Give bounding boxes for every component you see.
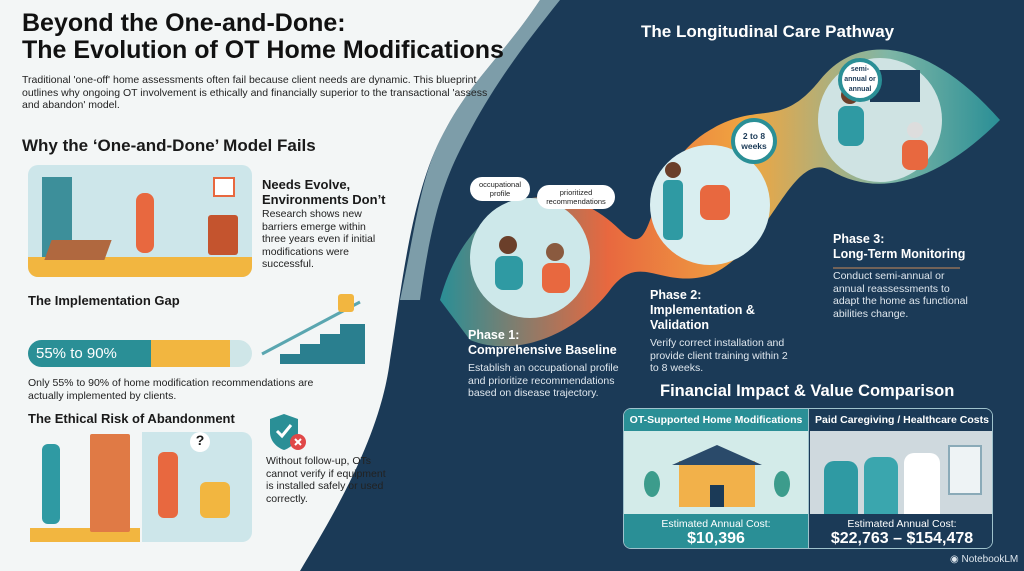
clock-icon: 2 to 8 weeks bbox=[731, 118, 777, 164]
phase-2-subtitle: Implementation & Validation bbox=[650, 303, 755, 332]
phase-3: Phase 3: Long-Term Monitoring Conduct se… bbox=[833, 232, 973, 320]
caregiving-cost-value: $22,763 – $154,478 bbox=[830, 530, 974, 547]
notebooklm-logo: ◉ NotebookLM bbox=[950, 554, 1019, 565]
thought-bubble-profile: occupational profile bbox=[470, 177, 530, 201]
gap-title: The Implementation Gap bbox=[28, 293, 180, 308]
ethics-title: The Ethical Risk of Abandonment bbox=[28, 411, 235, 426]
title-line-2: The Evolution of OT Home Modifications bbox=[22, 36, 504, 64]
ot-cost: Estimated Annual Cost: $10,396 bbox=[624, 514, 808, 548]
ethics-body: Without follow-up, OTs cannot verify if … bbox=[266, 455, 386, 505]
bar-label: 55% to 90% bbox=[36, 345, 117, 362]
stairlift-icon bbox=[261, 294, 365, 364]
phase-1: Phase 1: Comprehensive Baseline Establis… bbox=[468, 328, 628, 400]
calendar-icon bbox=[213, 177, 235, 197]
needs-title: Needs Evolve, Environments Don’t bbox=[262, 177, 386, 207]
shield-check-icon bbox=[270, 414, 306, 450]
cost-comparison-table: OT-Supported Home Modifications Estimate… bbox=[623, 408, 993, 549]
ot-cost-label: Estimated Annual Cost: bbox=[661, 518, 771, 530]
ot-cost-value: $10,396 bbox=[687, 530, 745, 547]
section-title-fails: Why the ‘One-and-Done’ Model Fails bbox=[22, 136, 316, 155]
phase-2: Phase 2: Implementation & Validation Ver… bbox=[650, 288, 790, 375]
caregiving-column: Paid Caregiving / Healthcare Costs Estim… bbox=[810, 409, 992, 548]
page-subtitle: Traditional 'one-off' home assessments o… bbox=[22, 74, 488, 111]
pathway-title: The Longitudinal Care Pathway bbox=[641, 22, 895, 41]
abandonment-illustration: ? bbox=[30, 432, 252, 542]
clipboard-icon bbox=[948, 445, 982, 495]
ot-column: OT-Supported Home Modifications Estimate… bbox=[624, 409, 809, 548]
phase-2-title: Phase 2: bbox=[650, 288, 702, 302]
financial-title: Financial Impact & Value Comparison bbox=[660, 382, 955, 400]
thought-bubble-recommendations: prioritized recommendations bbox=[537, 185, 615, 209]
implementation-progress-bar: 55% to 90% bbox=[28, 340, 252, 367]
phase-1-subtitle: Comprehensive Baseline bbox=[468, 343, 617, 357]
title-line-1: Beyond the One-and-Done: bbox=[22, 9, 346, 37]
door bbox=[90, 434, 130, 532]
phase-1-title: Phase 1: bbox=[468, 328, 520, 342]
brand-label: NotebookLM bbox=[961, 554, 1019, 565]
gap-body: Only 55% to 90% of home modification rec… bbox=[28, 377, 314, 402]
page-title: Beyond the One-and-Done: The Evolution o… bbox=[22, 10, 542, 64]
question-bubble: ? bbox=[190, 432, 210, 452]
caregivers-illustration bbox=[810, 431, 992, 514]
phase-3-body: Conduct semi-annual or annual reassessme… bbox=[833, 270, 968, 320]
phase-3-title: Phase 3: bbox=[833, 232, 885, 246]
needs-evolve-illustration bbox=[28, 165, 252, 277]
needs-body: Research shows new barriers emerge withi… bbox=[262, 208, 376, 270]
house-illustration bbox=[624, 431, 808, 514]
caregiving-cost-label: Estimated Annual Cost: bbox=[847, 518, 957, 530]
clock-icon-phase3: semi-annual or annual bbox=[838, 58, 882, 102]
ot-column-header: OT-Supported Home Modifications bbox=[624, 409, 808, 431]
phase-2-body: Verify correct installation and provide … bbox=[650, 337, 788, 374]
caregiving-cost: Estimated Annual Cost: $22,763 – $154,47… bbox=[810, 514, 992, 548]
phase1-image bbox=[470, 198, 590, 318]
phase-3-subtitle: Long-Term Monitoring bbox=[833, 247, 966, 261]
phase-1-body: Establish an occupational profile and pr… bbox=[468, 362, 619, 399]
caregiving-column-header: Paid Caregiving / Healthcare Costs bbox=[810, 409, 992, 431]
